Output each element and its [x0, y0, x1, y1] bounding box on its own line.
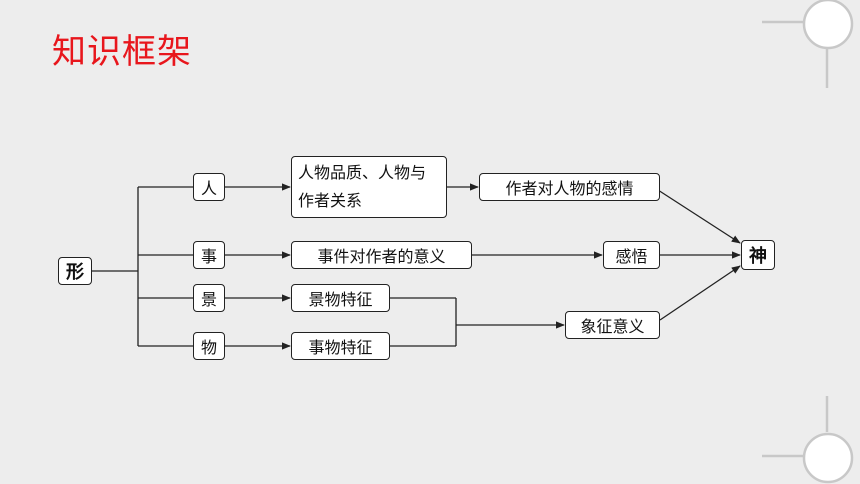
node-category-ren: 人	[193, 173, 225, 201]
arrow-symbol-target	[659, 265, 741, 321]
node-author-feeling: 作者对人物的感情	[479, 173, 660, 201]
node-scenery-features: 景物特征	[291, 284, 390, 312]
node-character-relation: 人物品质、人物与作者关系	[291, 156, 447, 218]
page-title: 知识框架	[52, 32, 192, 72]
node-category-shi: 事	[193, 241, 225, 269]
arrow-feeling-target	[657, 189, 741, 244]
node-event-meaning: 事件对作者的意义	[291, 241, 472, 269]
node-object-features: 事物特征	[291, 332, 390, 360]
node-root-xing: 形	[58, 257, 92, 285]
node-symbolic-meaning: 象征意义	[565, 311, 660, 339]
node-target-shen: 神	[741, 240, 775, 270]
node-insight: 感悟	[603, 241, 660, 269]
node-category-wu: 物	[193, 332, 225, 360]
node-category-jing: 景	[193, 284, 225, 312]
